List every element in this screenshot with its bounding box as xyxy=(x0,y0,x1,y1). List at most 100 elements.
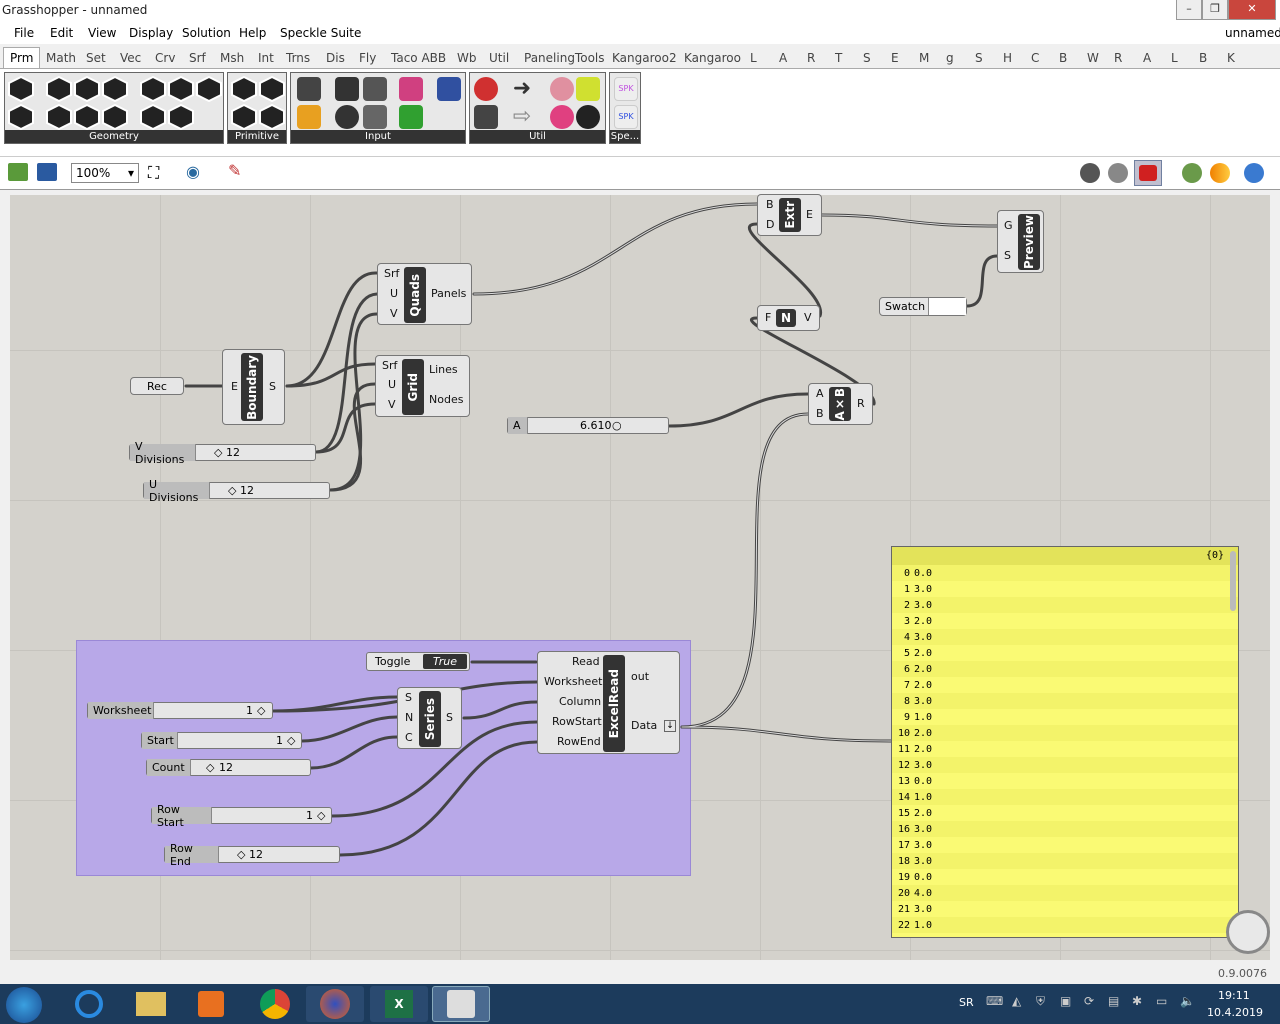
speckle-send-icon[interactable]: SPK xyxy=(614,77,638,101)
input-panel-label[interactable]: Input xyxy=(291,130,465,143)
md-slider-icon[interactable] xyxy=(297,105,321,129)
menu-solution[interactable]: Solution xyxy=(182,26,231,40)
preview-selected-button[interactable] xyxy=(1134,160,1162,186)
grid-component[interactable]: Srf U V Grid Lines Nodes xyxy=(375,355,470,417)
ie-icon[interactable] xyxy=(60,986,118,1022)
grid-input-u[interactable]: U xyxy=(388,378,397,391)
gradient-icon[interactable] xyxy=(399,77,423,101)
explorer-icon[interactable] xyxy=(122,986,180,1022)
material-icon[interactable] xyxy=(1210,163,1230,183)
clock-date[interactable]: 10.4.2019 xyxy=(1207,1006,1263,1019)
series-input-c[interactable]: C xyxy=(405,731,413,744)
tab-taco[interactable]: Taco ABB xyxy=(391,51,447,65)
slider-knob-icon[interactable]: ◇ xyxy=(237,848,246,861)
tab-a[interactable]: A xyxy=(779,51,788,65)
geometry-panel-label[interactable]: Geometry xyxy=(5,130,223,143)
tab-int[interactable]: Int xyxy=(258,51,274,65)
clock-time[interactable]: 19:11 xyxy=(1218,989,1250,1002)
tab-srf[interactable]: Srf xyxy=(189,51,206,65)
tab-vec[interactable]: Vec xyxy=(120,51,142,65)
multiply-output-r[interactable]: R xyxy=(857,397,865,410)
boolean-toggle[interactable]: Toggle True xyxy=(366,652,470,671)
excel-input-rowstart[interactable]: RowStart xyxy=(552,715,602,728)
tab-r[interactable]: R xyxy=(807,51,816,65)
open-file-icon[interactable] xyxy=(8,163,28,181)
value-list-icon[interactable] xyxy=(363,105,387,129)
u-divisions-slider[interactable]: U Divisions ◇ 12 xyxy=(143,478,330,504)
grid-output-nodes[interactable]: Nodes xyxy=(429,393,464,406)
worksheet-slider[interactable]: Worksheet 1 ◇ xyxy=(87,702,273,719)
tab-r3[interactable]: A xyxy=(1143,51,1152,65)
firefox-icon[interactable] xyxy=(306,986,364,1022)
boundary-output-s[interactable]: S xyxy=(269,380,276,393)
slider-knob-icon[interactable]: ◇ xyxy=(257,704,266,717)
tab-s2[interactable]: H xyxy=(1003,51,1013,65)
multiply-input-b[interactable]: B xyxy=(816,407,824,420)
arrow-right-icon[interactable]: ➜ xyxy=(512,76,532,101)
tray-shield-icon[interactable]: ⛨ xyxy=(1036,994,1046,1008)
zoom-extents-icon[interactable]: ⛶ xyxy=(148,163,160,182)
tray-app-icon[interactable]: ▣ xyxy=(1060,994,1072,1008)
extrude-output-e[interactable]: E xyxy=(806,208,813,221)
preview-component[interactable]: G S Preview xyxy=(997,210,1044,273)
series-output-s[interactable]: S xyxy=(446,711,453,724)
navigation-wheel-icon[interactable] xyxy=(1226,910,1270,954)
extrude-component[interactable]: B D Extr E xyxy=(757,194,822,236)
primitive-panel-label[interactable]: Primitive xyxy=(228,130,286,143)
number-slider-icon[interactable] xyxy=(297,77,321,101)
tray-sync-icon[interactable]: ⟳ xyxy=(1084,994,1095,1008)
unit-output-v[interactable]: V xyxy=(804,311,812,324)
minimize-button[interactable]: – xyxy=(1176,0,1202,20)
cherry-icon[interactable] xyxy=(474,77,498,101)
tab-c[interactable]: B xyxy=(1059,51,1068,65)
globe-icon[interactable] xyxy=(1244,163,1264,183)
tab-prm[interactable]: Prm xyxy=(3,47,41,68)
zoom-select[interactable]: 100%▾ xyxy=(71,163,139,183)
tab-h[interactable]: C xyxy=(1031,51,1040,65)
tab-util[interactable]: Util xyxy=(489,51,510,65)
arrow-outline-icon[interactable]: ⇨ xyxy=(512,104,532,129)
maximize-button[interactable]: ❐ xyxy=(1202,0,1228,20)
rhino-icon[interactable] xyxy=(432,986,490,1022)
quads-input-srf[interactable]: Srf xyxy=(384,267,400,280)
tray-onedrive-icon[interactable]: ◭ xyxy=(1012,994,1022,1008)
tab-dis[interactable]: Dis xyxy=(326,51,345,65)
series-input-n[interactable]: N xyxy=(405,711,414,724)
menu-display[interactable]: Display xyxy=(129,26,174,40)
boundary-input-e[interactable]: E xyxy=(231,380,238,393)
grid-input-v[interactable]: V xyxy=(388,398,396,411)
excel-output-data[interactable]: Data xyxy=(631,719,658,732)
slider-knob-icon[interactable]: ○ xyxy=(612,419,622,432)
multiply-input-a[interactable]: A xyxy=(816,387,824,400)
excel-input-rowend[interactable]: RowEnd xyxy=(557,735,601,748)
excel-input-read[interactable]: Read xyxy=(572,655,600,668)
tab-b[interactable]: W xyxy=(1087,51,1099,65)
row-start-slider[interactable]: Row Start 1 ◇ xyxy=(151,803,332,829)
tab-m[interactable]: g xyxy=(946,51,954,65)
button-icon[interactable] xyxy=(335,105,359,129)
data-dam-icon[interactable] xyxy=(550,77,574,101)
flask-icon[interactable] xyxy=(550,105,574,129)
close-button[interactable]: ✕ xyxy=(1228,0,1276,20)
language-indicator[interactable]: SR xyxy=(959,996,974,1009)
tray-network-icon[interactable]: ▤ xyxy=(1108,994,1120,1008)
quads-output-panels[interactable]: Panels xyxy=(431,287,467,300)
check-icon[interactable] xyxy=(576,77,600,101)
tab-kangaroo[interactable]: Kangaroo xyxy=(684,51,741,65)
digit-scroller-icon[interactable] xyxy=(437,77,461,101)
tray-volume-icon[interactable]: 🔈 xyxy=(1180,994,1195,1008)
menu-speckle[interactable]: Speckle Suite xyxy=(280,26,362,40)
menu-view[interactable]: View xyxy=(88,26,117,40)
a-slider[interactable]: A 6.610 ○ xyxy=(507,417,669,434)
unit-vector-component[interactable]: F N V xyxy=(757,305,820,331)
quads-input-u[interactable]: U xyxy=(390,287,399,300)
multiply-component[interactable]: A B A×B R xyxy=(808,383,873,425)
series-input-s[interactable]: S xyxy=(405,691,412,704)
count-slider[interactable]: Count ◇ 12 xyxy=(146,759,311,776)
tab-l2[interactable]: B xyxy=(1199,51,1208,65)
unit-input-f[interactable]: F xyxy=(765,311,772,324)
save-file-icon[interactable] xyxy=(37,163,57,181)
tray-keyboard-icon[interactable]: ⌨ xyxy=(986,994,1004,1008)
excel-icon[interactable]: X xyxy=(370,986,428,1022)
rectangle-param[interactable]: Rec xyxy=(130,377,184,395)
